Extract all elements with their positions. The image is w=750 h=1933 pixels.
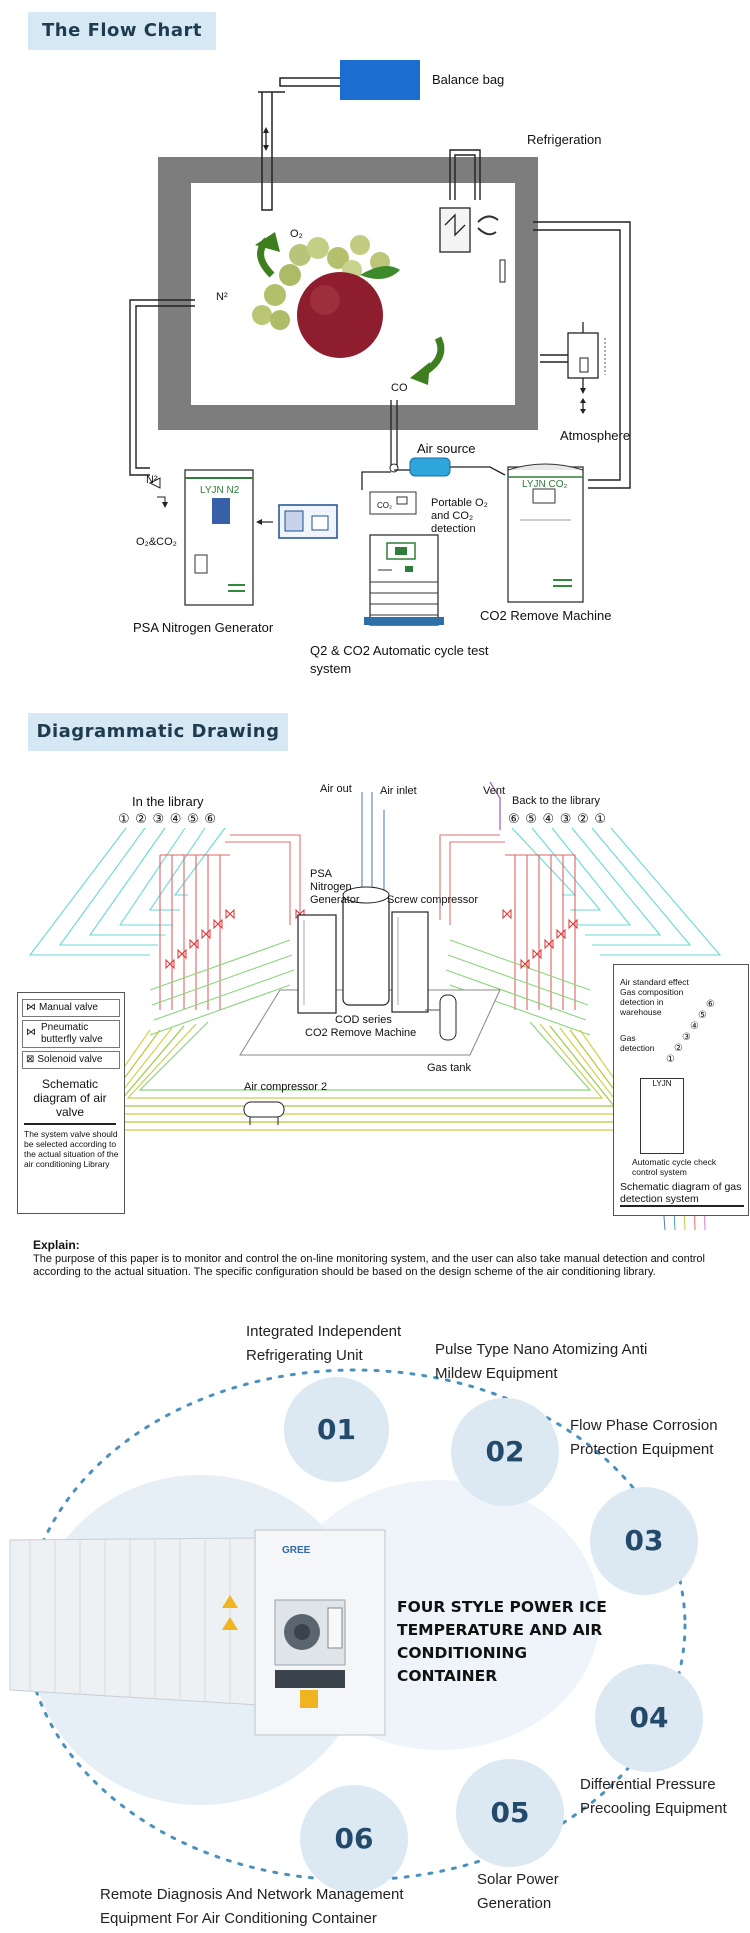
co2-remove-diagram-label: CO2 Remove Machine xyxy=(305,1027,417,1039)
right-numbers: ⑥ ⑤ ④ ③ ② ① xyxy=(508,811,607,826)
air-source-label: Air source xyxy=(417,441,476,456)
container-brand: GREE xyxy=(282,1545,311,1556)
legend-num-6: ⑥ xyxy=(706,999,715,1010)
features-graphic xyxy=(9,1368,687,1882)
manual-valve-label: Manual valve xyxy=(39,1002,98,1013)
diagrammatic-drawing xyxy=(28,781,722,1231)
manual-valve-icon: ⋈ xyxy=(26,1002,36,1013)
q2-co2-system-label: Q2 & CO2 Automatic cycle test system xyxy=(310,643,489,676)
in-library-label: In the library xyxy=(132,794,204,809)
air-standard-label: Air standard effect Gas composition dete… xyxy=(620,977,689,1017)
feature-circle-03: 03 xyxy=(590,1487,698,1595)
psa-generator-diagram-label: PSA Nitrogen Generator xyxy=(310,868,360,906)
lyjn-n2-label: LYJN N2 xyxy=(200,485,240,496)
feature-circle-06: 06 xyxy=(300,1785,408,1893)
feature-circle-04: 04 xyxy=(595,1664,703,1772)
air-compressor-label: Air compressor 2 xyxy=(244,1081,328,1093)
explain-heading: Explain: xyxy=(33,1238,80,1252)
cod-series-label: COD series xyxy=(335,1014,392,1026)
air-out-label: Air out xyxy=(320,783,352,795)
screw-compressor-label: Screw compressor xyxy=(387,894,479,906)
container-title: FOUR STYLE POWER ICE TEMPERATURE AND AIR… xyxy=(397,1598,607,1685)
gas-detection-label: Gas detection xyxy=(620,1033,655,1053)
manual-valve-row: ⋈Manual valve xyxy=(22,999,120,1017)
feature-label-01: Integrated Independent Refrigerating Uni… xyxy=(246,1323,402,1364)
n2-label-bottom: N² xyxy=(146,474,158,486)
vent-label: Vent xyxy=(483,785,506,797)
valve-legend: ⋈Manual valve ⋈ Pneumatic butterfly valv… xyxy=(17,992,125,1214)
solenoid-valve-row: ⊠Solenoid valve xyxy=(22,1051,120,1069)
o2-co2-label: O₂&CO₂ xyxy=(136,536,177,548)
pneumatic-valve-row: ⋈ Pneumatic butterfly valve xyxy=(22,1020,120,1048)
feature-label-04: Differential Pressure Precooling Equipme… xyxy=(580,1776,727,1817)
solenoid-valve-icon: ⊠ xyxy=(26,1054,35,1065)
valve-schematic-underline xyxy=(24,1123,116,1125)
atmosphere-label: Atmosphere xyxy=(560,428,631,443)
feature-label-05: Solar Power Generation xyxy=(477,1871,559,1912)
feature-circle-01: 01 xyxy=(284,1377,389,1482)
valve-schematic-title: Schematic diagram of air valve xyxy=(33,1077,107,1119)
psa-generator-label: PSA Nitrogen Generator xyxy=(133,620,274,635)
section-title-flow-chart: The Flow Chart xyxy=(28,12,216,50)
feature-circle-05: 05 xyxy=(456,1759,564,1867)
legend-num-4: ④ xyxy=(690,1021,699,1032)
feature-label-03: Flow Phase Corrosion Protection Equipmen… xyxy=(570,1417,718,1458)
legend-num-1: ① xyxy=(666,1054,675,1065)
co2-remove-machine-label: CO2 Remove Machine xyxy=(480,608,612,623)
portable-detection-label: Portable O₂ and CO₂ detection xyxy=(431,497,488,535)
feature-label-02: Pulse Type Nano Atomizing Anti Mildew Eq… xyxy=(435,1341,648,1382)
gas-detection-legend: Air standard effect Gas composition dete… xyxy=(613,964,749,1216)
refrigeration-label: Refrigeration xyxy=(527,132,602,147)
valve-note: The system valve should be selected acco… xyxy=(24,1129,119,1169)
cycle-label: Automatic cycle check control system xyxy=(632,1157,717,1177)
explain-text: The purpose of this paper is to monitor … xyxy=(33,1253,705,1278)
gas-schematic-title: Schematic diagram of gas detection syste… xyxy=(620,1181,744,1207)
n2-label-top: N² xyxy=(216,291,228,303)
lyjn-co2-label: LYJN CO₂ xyxy=(522,479,568,490)
legend-num-5: ⑤ xyxy=(698,1010,707,1021)
gas-tank-label: Gas tank xyxy=(427,1062,472,1074)
back-library-label: Back to the library xyxy=(512,795,601,807)
pneumatic-valve-label: Pneumatic butterfly valve xyxy=(41,1022,103,1045)
cycle-unit-label: LYJN xyxy=(652,1079,672,1088)
legend-num-2: ② xyxy=(674,1043,683,1054)
explain-block: Explain: The purpose of this paper is to… xyxy=(33,1239,723,1279)
flow-chart-diagram xyxy=(129,60,631,626)
solenoid-valve-label: Solenoid valve xyxy=(37,1054,103,1065)
legend-num-3: ③ xyxy=(682,1032,691,1043)
left-numbers: ① ② ③ ④ ⑤ ⑥ xyxy=(118,811,217,826)
co2-small-label: CO₂ xyxy=(377,501,393,510)
o2-label: O₂ xyxy=(290,228,303,240)
cycle-unit: LYJN xyxy=(640,1078,684,1154)
feature-label-06: Remote Diagnosis And Network Management … xyxy=(100,1886,404,1927)
air-inlet-label: Air inlet xyxy=(380,785,417,797)
section-title-diagrammatic: Diagrammatic Drawing xyxy=(28,713,288,751)
feature-circle-02: 02 xyxy=(451,1398,559,1506)
balance-bag-label: Balance bag xyxy=(432,72,505,87)
pneumatic-valve-icon: ⋈ xyxy=(26,1027,36,1038)
co-label: CO xyxy=(391,382,408,394)
